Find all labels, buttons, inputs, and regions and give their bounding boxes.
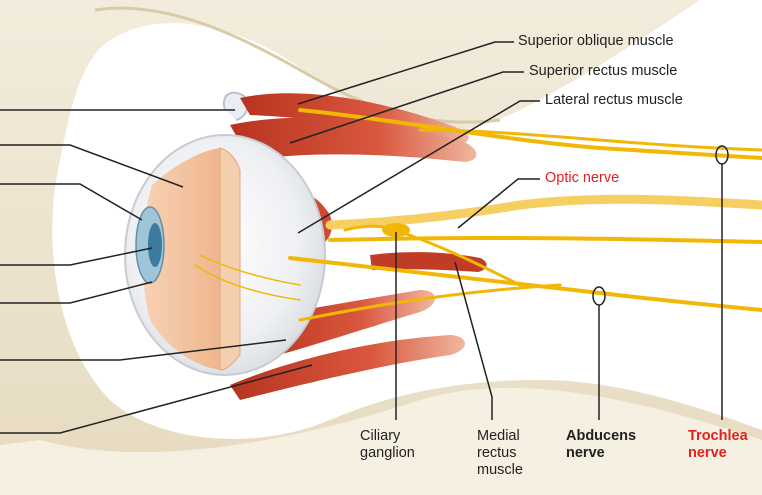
label-superior-rectus-muscle: Superior rectus muscle — [529, 63, 677, 80]
optic-nerve-path — [330, 199, 762, 225]
label-abducens-nerve: Abducens nerve — [566, 428, 636, 462]
abducens-nerve-ring — [593, 287, 605, 305]
eyeball-cut-edge — [220, 148, 240, 370]
label-trochlear-nerve: Trochlea nerve — [688, 428, 748, 462]
label-ciliary-ganglion: Ciliary ganglion — [360, 428, 415, 462]
label-medial-rectus-muscle: Medial rectus muscle — [477, 428, 523, 479]
label-superior-oblique-muscle: Superior oblique muscle — [518, 33, 674, 50]
label-optic-nerve: Optic nerve — [545, 170, 619, 187]
iris — [148, 223, 162, 267]
trochlea — [224, 93, 248, 120]
label-lateral-rectus-muscle: Lateral rectus muscle — [545, 92, 683, 109]
oculomotor-branch-1 — [330, 238, 762, 242]
